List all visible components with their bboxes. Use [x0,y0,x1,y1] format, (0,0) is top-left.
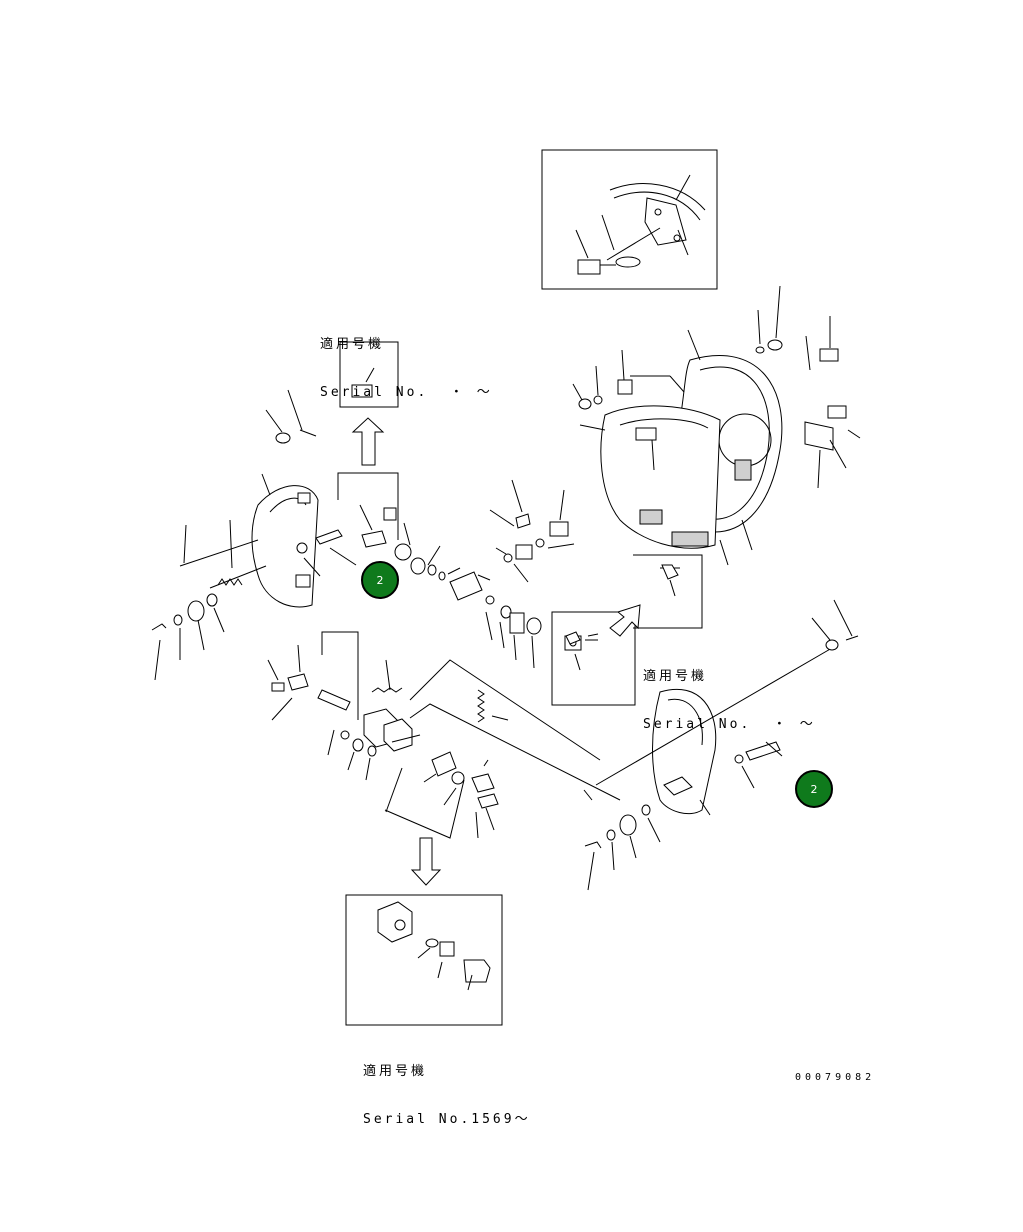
backing-plate-assembly [572,285,861,566]
serial-note-jp: 適用号機 [320,337,385,352]
detail-box-mid-right [551,611,636,706]
left-springs-and-pins [151,519,357,681]
serial-note-jp: 適用号機 [363,1064,428,1079]
arrow-diagonal-to-detail [609,604,641,637]
detail-box-upper-left [339,341,399,408]
center-fasteners [565,631,599,645]
arrow-down-to-detail [410,837,442,886]
right-brake-shoe [583,599,859,891]
inset-upper-left-parts [351,367,375,398]
serial-note-jp: 適用号機 [643,669,708,684]
serial-note-mid-right: 適用号機 Serial No. ・ ～ [643,637,816,749]
serial-note-en: Serial No. ・ ～ [643,717,816,732]
drawing-number: 00079082 [795,1072,876,1083]
lower-left-linkage [267,631,621,839]
arrow-up-to-detail [351,417,385,466]
serial-note-upper-left: 適用号機 Serial No. ・ ～ [320,305,493,417]
wheel-cylinder-parts [337,472,575,669]
detail-box-mid-right-tab [633,554,703,629]
callout-badge-2-right[interactable]: 2 [795,770,833,808]
left-brake-shoe [251,389,319,608]
callout-badge-2-left[interactable]: 2 [361,561,399,599]
detail-box-bottom [345,894,503,1026]
serial-note-en: Serial No.1569～ [363,1112,531,1127]
inset-bottom-parts [377,901,491,991]
detail-box-top-right [541,149,718,290]
inset-top-right-parts [575,174,706,275]
serial-note-en: Serial No. ・ ～ [320,385,493,400]
serial-note-bottom: 適用号機 Serial No.1569～ [363,1032,531,1144]
